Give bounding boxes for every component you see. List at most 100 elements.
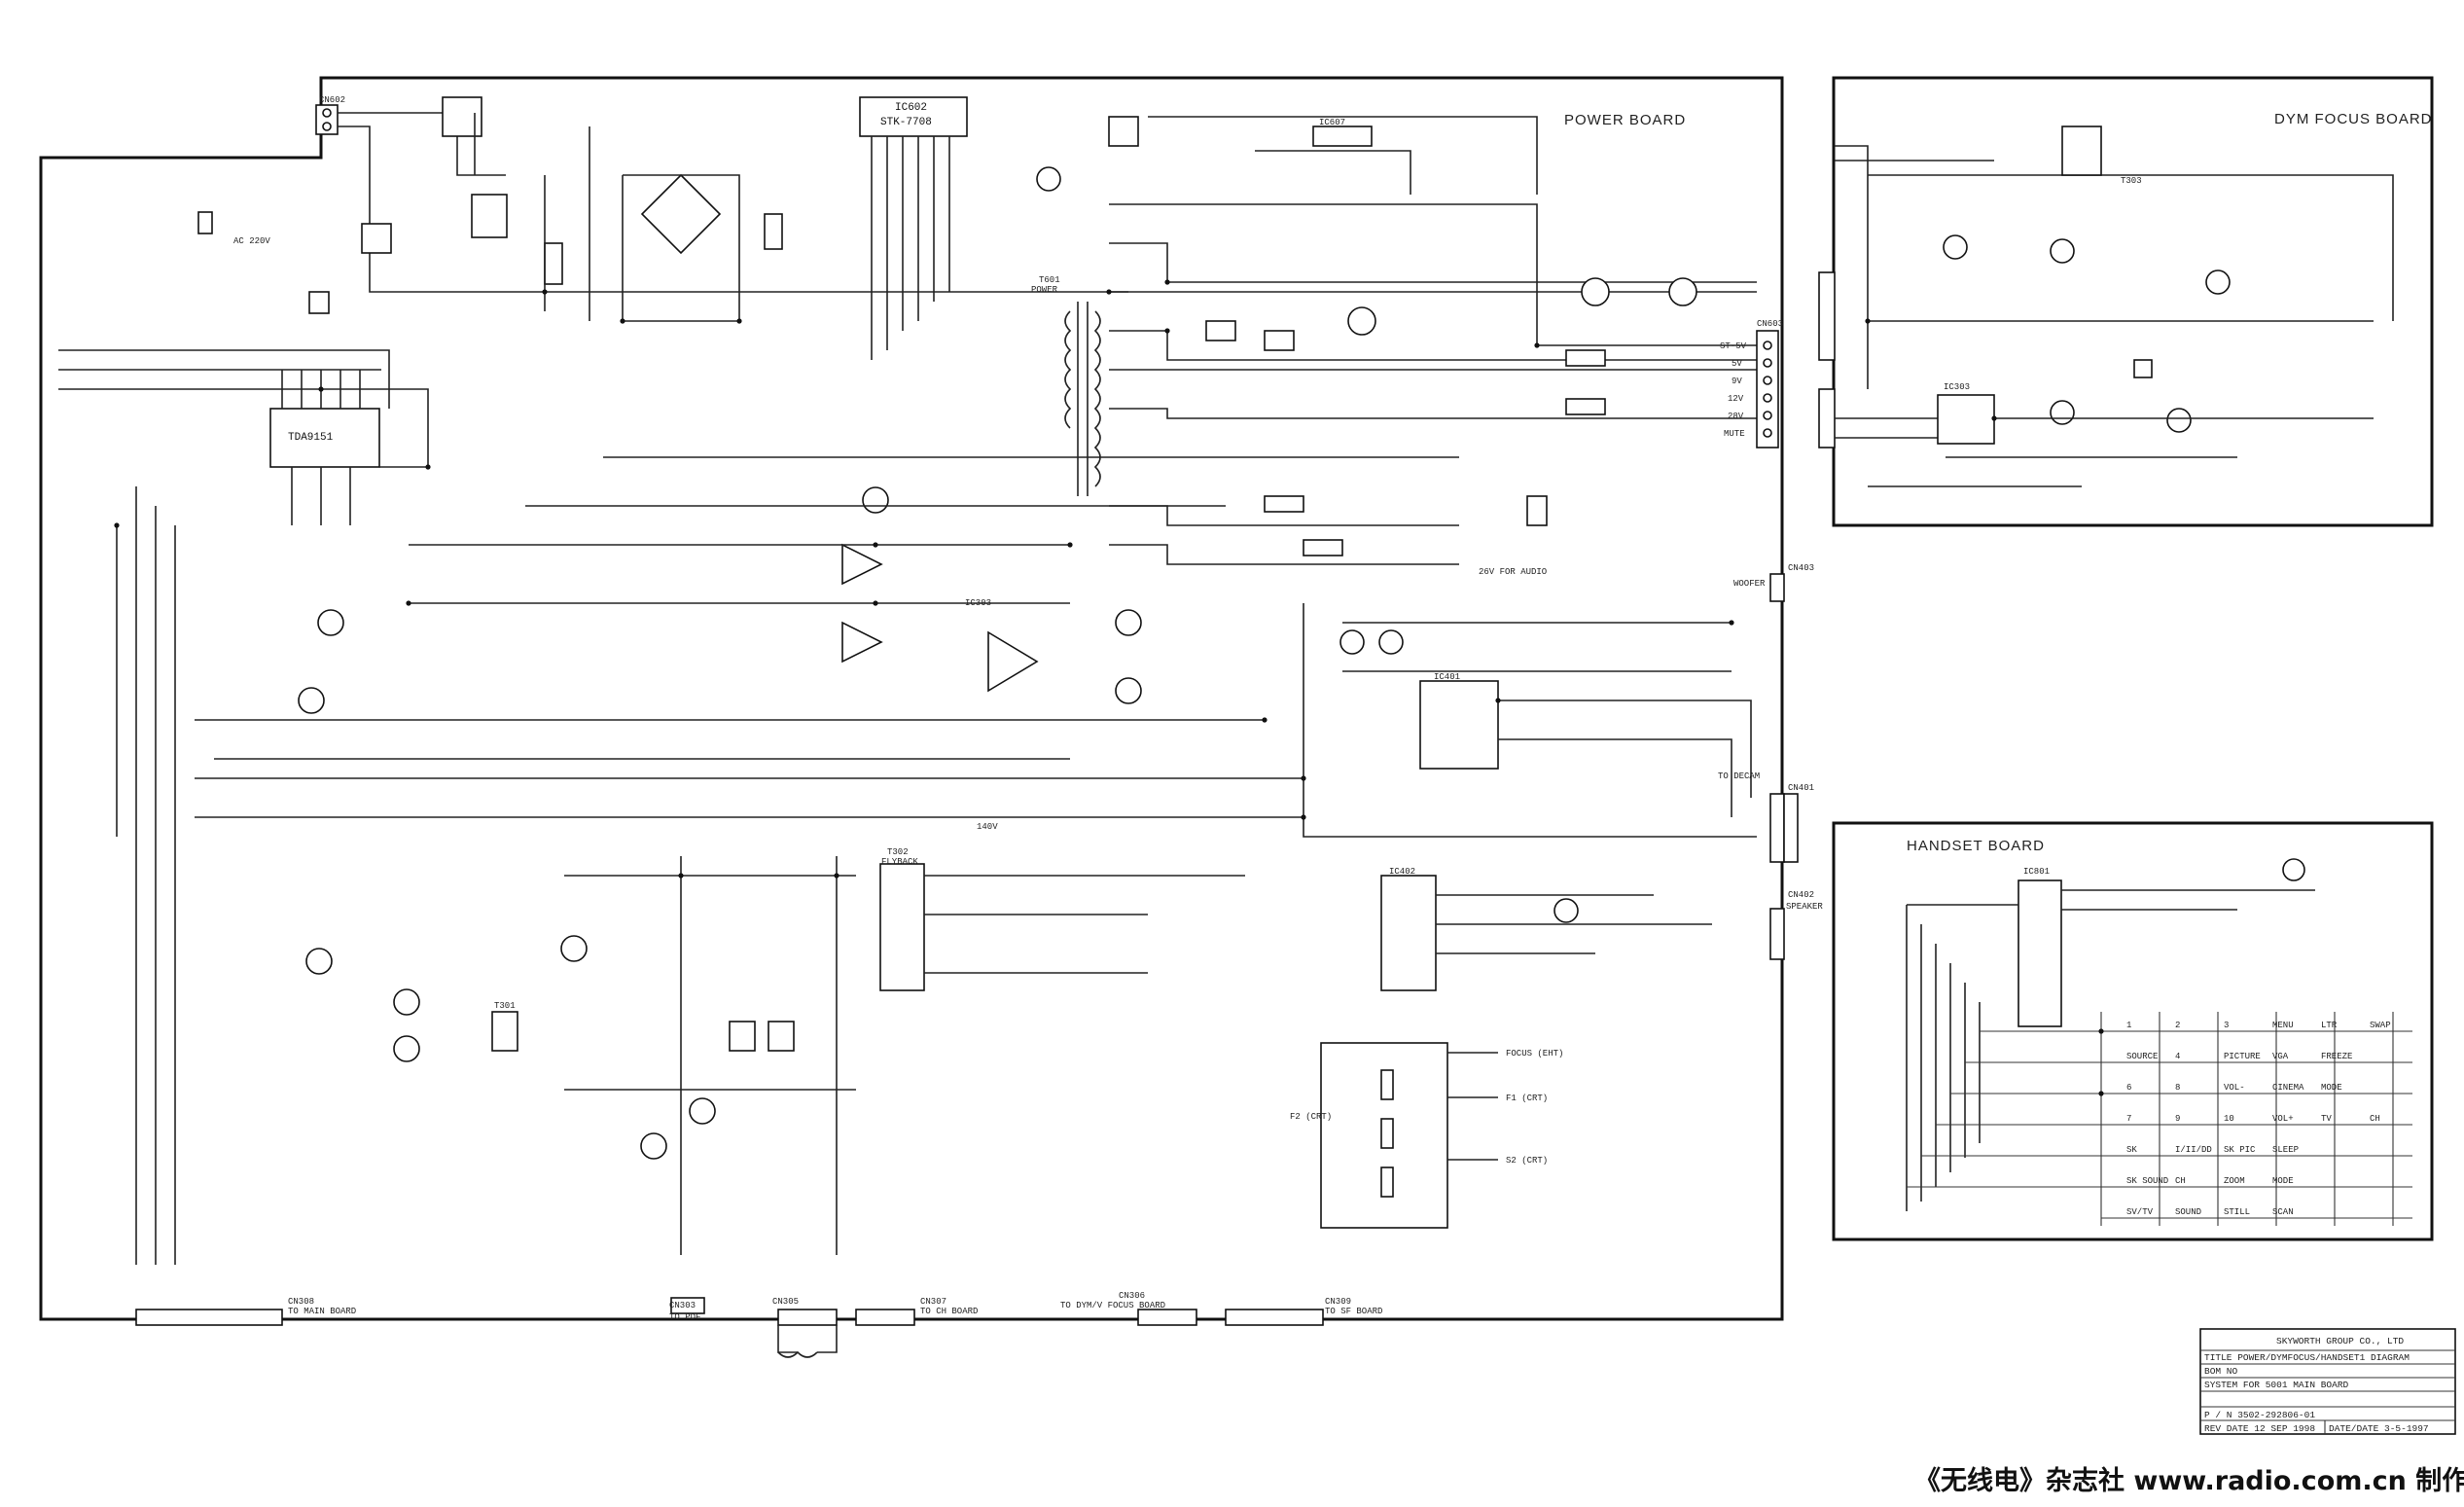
handset-key-label: MENU: [2272, 1021, 2294, 1030]
handset-key-label: VOL+: [2272, 1114, 2294, 1124]
handset-key-label: 10: [2224, 1114, 2234, 1124]
ic402-label: IC402: [1389, 867, 1415, 877]
title-block-date: DATE/DATE 3-5-1997: [2329, 1423, 2429, 1434]
title-block-system: SYSTEM FOR 5001 MAIN BOARD: [2204, 1380, 2349, 1390]
focus-divider: FOCUS (EHT) F1 (CRT) S2 (CRT) F2 (CRT): [1290, 1042, 1563, 1229]
speaker-label: SPEAKER: [1786, 902, 1823, 912]
power-transformer-t601: T601 POWER: [1031, 275, 1101, 496]
title-block: SKYWORTH GROUP CO., LTD TITLE POWER/DYMF…: [2199, 1328, 2456, 1435]
handset-key-label: 2: [2175, 1021, 2180, 1030]
handset-key-label: 6: [2126, 1083, 2131, 1093]
wire-junction-dot: [1865, 318, 1871, 324]
cn602-label: CN602: [319, 95, 345, 105]
bottom-connectors: CN308 TO MAIN BOARD CN303 TO PDF CN305 C…: [135, 1291, 1382, 1358]
cn402-label: CN402: [1788, 890, 1814, 900]
wire-junction-dot: [873, 542, 878, 548]
flyback-label: FLYBACK: [881, 857, 918, 867]
cn307-label: CN307: [920, 1297, 946, 1307]
wire-junction-dot: [425, 464, 431, 470]
t303-label: T303: [2121, 176, 2142, 186]
dym-ic-label: IC303: [1944, 382, 1970, 392]
handset-key-label: SK PIC: [2224, 1145, 2256, 1155]
rail-28v: 28V: [1728, 412, 1744, 421]
cn306-label: CN306: [1119, 1291, 1145, 1301]
handset-key-label: 9: [2175, 1114, 2180, 1124]
stk-chip-label: STK-7708: [880, 117, 932, 128]
cn401-label: CN401: [1788, 783, 1814, 793]
rail-9v: 9V: [1732, 377, 1742, 386]
tda-chip-label: TDA9151: [288, 432, 334, 444]
wire-junction-dot: [114, 522, 120, 528]
handset-key-label: MODE: [2272, 1176, 2294, 1186]
handset-key-label: TV: [2321, 1114, 2332, 1124]
wire-junction-dot: [318, 386, 324, 392]
handset-key-label: 4: [2175, 1052, 2180, 1061]
cn305-label: CN305: [772, 1297, 799, 1307]
flyback-section: T302 FLYBACK T301 140V: [305, 822, 1245, 1255]
ic401-label: IC401: [1434, 672, 1460, 682]
wire-junction-dot: [2098, 1028, 2104, 1034]
handset-key-label: LTR: [2321, 1021, 2338, 1030]
handset-key-label: SK SOUND: [2126, 1176, 2168, 1186]
handset-key-label: PICTURE: [2224, 1052, 2261, 1061]
wire-junction-dot: [1262, 717, 1268, 723]
handset-key-label: CH: [2175, 1176, 2186, 1186]
title-block-bom: BOM NO: [2204, 1366, 2238, 1377]
wire-junction-dot: [542, 289, 548, 295]
handset-key-label: SLEEP: [2272, 1145, 2299, 1155]
cn309-label: CN309: [1325, 1297, 1351, 1307]
cn303-sub: TO PDF: [669, 1312, 700, 1322]
handset-key-label: SK: [2126, 1145, 2137, 1155]
wire-junction-dot: [620, 318, 625, 324]
rail-5v: 5V: [1732, 359, 1742, 369]
handset-key-label: SOUND: [2175, 1207, 2201, 1217]
wire-junction-dot: [1106, 289, 1112, 295]
ic602-label: IC602: [895, 102, 927, 114]
rail-12v: 12V: [1728, 394, 1744, 404]
cn603-connector: CN603 ST-5V 5V 9V 12V 28V MUTE: [1720, 319, 1783, 449]
wire-junction-dot: [736, 318, 742, 324]
cn603-label: CN603: [1757, 319, 1783, 329]
svg-text:IC607: IC607: [1319, 118, 1345, 127]
wire-junction-dot: [1164, 328, 1170, 334]
wire-junction-dot: [406, 600, 411, 606]
cn308-label: CN308: [288, 1297, 314, 1307]
t302-label: T302: [887, 847, 909, 857]
v140-label: 140V: [977, 822, 998, 832]
handset-circuit: IC801: [1906, 858, 2412, 1226]
wire-junction-dot: [1534, 342, 1540, 348]
cn403-label: CN403: [1788, 563, 1814, 573]
audio-rail-label: 26V FOR AUDIO: [1479, 567, 1547, 577]
f2-crt-label: F2 (CRT): [1290, 1112, 1332, 1122]
wire-junction-dot: [1495, 698, 1501, 703]
wire-junction-dot: [2098, 1091, 2104, 1096]
audio-amplifier-ic401: IC401 26V FOR AUDIO: [1303, 567, 1757, 838]
f1-crt-label: F1 (CRT): [1506, 1094, 1548, 1103]
wire-junction-dot: [873, 600, 878, 606]
t301-label: T301: [494, 1001, 516, 1011]
handset-key-label: I/II/DD: [2175, 1145, 2212, 1155]
handset-key-label: FREEZE: [2321, 1052, 2352, 1061]
dym-focus-board-title: DYM FOCUS BOARD: [2274, 111, 2433, 127]
handset-key-label: STILL: [2224, 1207, 2250, 1217]
cn303-label: CN303: [669, 1301, 696, 1310]
title-block-rev-date: REV DATE 12 SEP 1998: [2204, 1423, 2315, 1434]
wire-junction-dot: [1729, 620, 1734, 626]
t601-label: T601: [1039, 275, 1060, 285]
power-board-title: POWER BOARD: [1564, 112, 1686, 128]
cn308-sub: TO MAIN BOARD: [288, 1307, 356, 1316]
title-block-title: TITLE POWER/DYMFOCUS/HANDSET1 DIAGRAM: [2204, 1352, 2410, 1363]
handset-key-label: ZOOM: [2224, 1176, 2245, 1186]
title-block-pn: P / N 3502-292806-01: [2204, 1410, 2315, 1420]
handset-key-label: VOL-: [2224, 1083, 2245, 1093]
handset-keypad-grid: [1907, 1012, 2412, 1226]
wire-junction-dot: [834, 873, 839, 879]
t601-sub-label: POWER: [1031, 285, 1058, 295]
board-outlines: [39, 76, 2434, 1321]
dym-focus-circuit: T303 IC303: [1818, 126, 2394, 487]
handset-key-label: SWAP: [2370, 1021, 2391, 1030]
cn306-sub: TO DYM/V FOCUS BOARD: [1060, 1301, 1165, 1310]
handset-key-label: 3: [2224, 1021, 2229, 1030]
